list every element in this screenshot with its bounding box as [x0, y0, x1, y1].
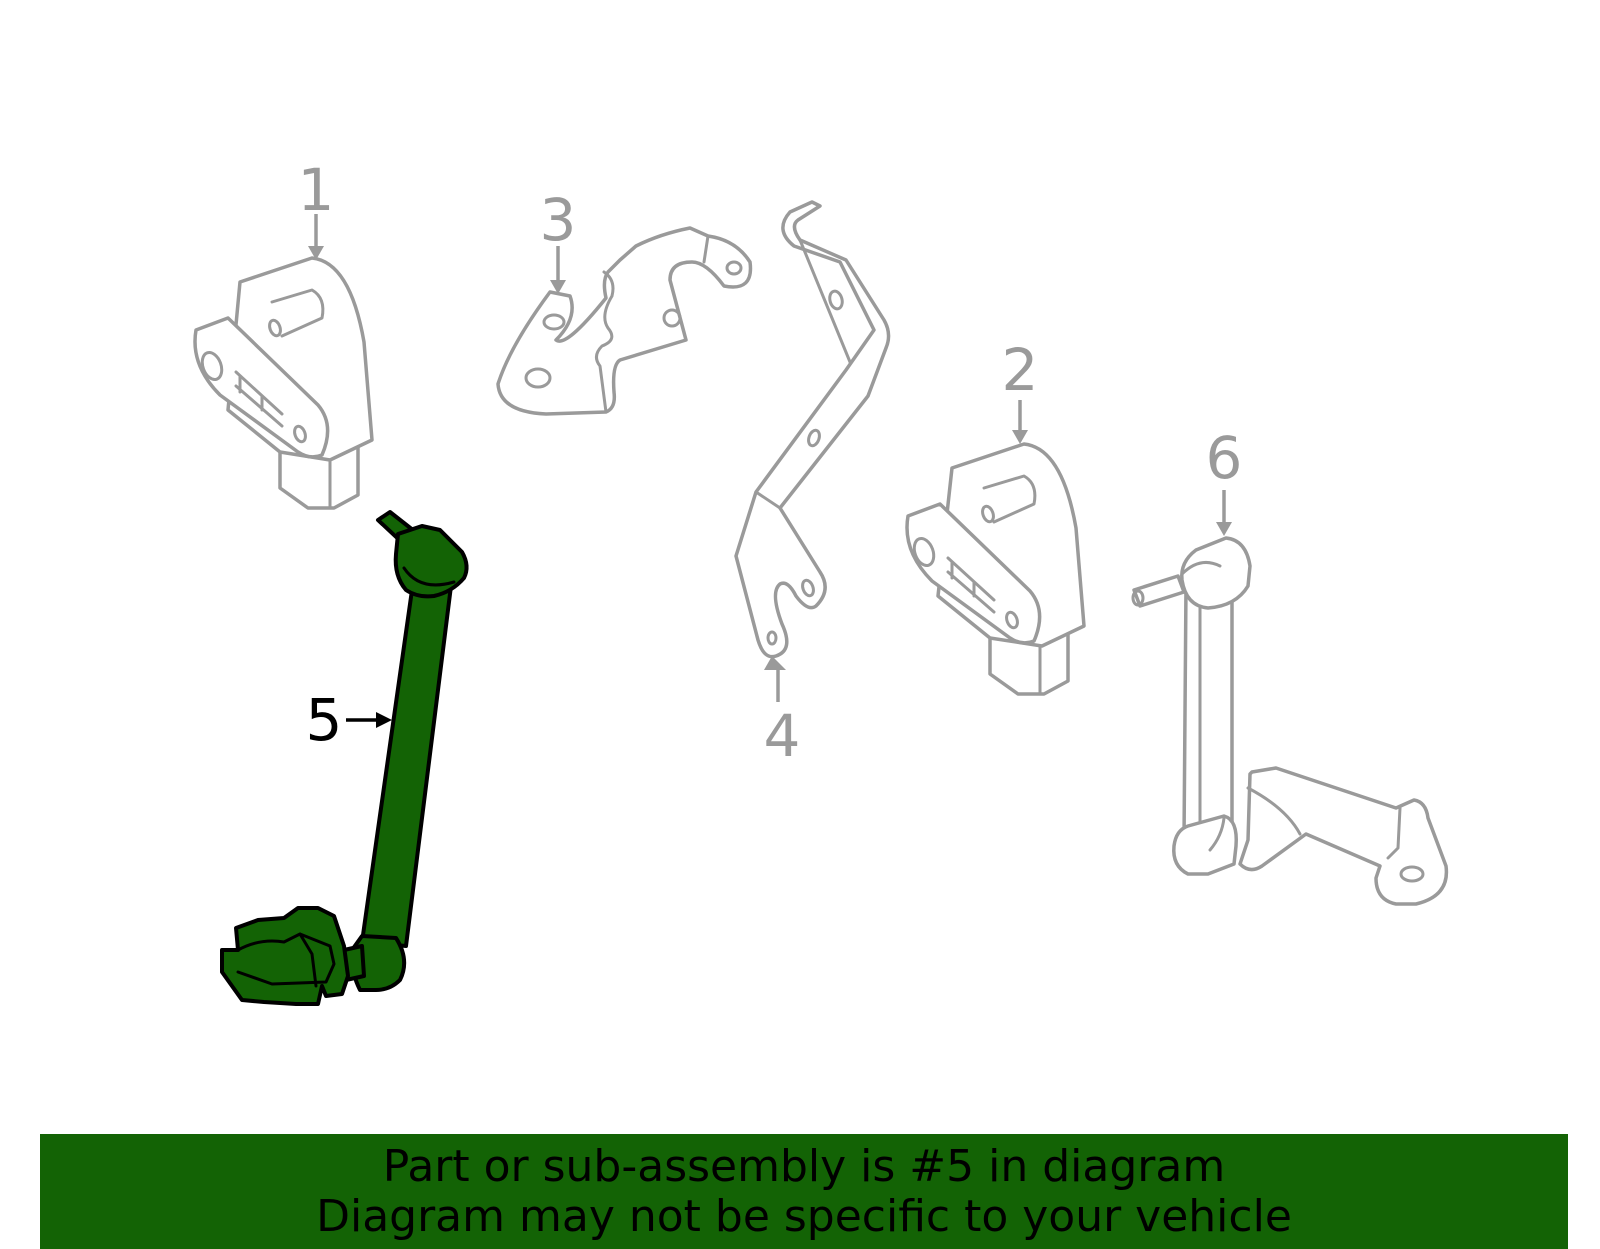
banner-line-part: Part or sub-assembly is #5 in diagram [382, 1141, 1226, 1192]
callout-4-label[interactable]: 4 [764, 702, 801, 770]
callout-6-label[interactable]: 6 [1206, 424, 1243, 492]
banner-line-disclaimer: Diagram may not be specific to your vehi… [316, 1191, 1292, 1242]
callout-3-label[interactable]: 3 [540, 186, 577, 254]
parts-diagram: 1 3 4 2 [193, 156, 1449, 1006]
callout-5-arrowhead [376, 712, 392, 728]
callout-4-arrowhead [764, 656, 786, 670]
part-3-bracket[interactable] [496, 226, 753, 416]
part-4-bracket[interactable] [734, 200, 891, 659]
callout-5-label[interactable]: 5 [306, 686, 343, 754]
part-6-sensor-link[interactable] [1131, 536, 1449, 906]
callout-2-label[interactable]: 2 [1002, 336, 1039, 404]
callout-6-arrowhead [1216, 522, 1232, 536]
part-1-height-sensor[interactable] [193, 256, 374, 510]
part-2-height-sensor[interactable] [905, 442, 1086, 696]
info-banner: Part or sub-assembly is #5 in diagram Di… [40, 1134, 1568, 1249]
callout-2-arrowhead [1012, 430, 1028, 444]
callout-3-arrowhead [550, 280, 566, 294]
callout-1-arrowhead [308, 246, 324, 260]
callout-1-label[interactable]: 1 [298, 156, 335, 224]
part-5-sensor-link-highlighted[interactable] [220, 510, 469, 1006]
